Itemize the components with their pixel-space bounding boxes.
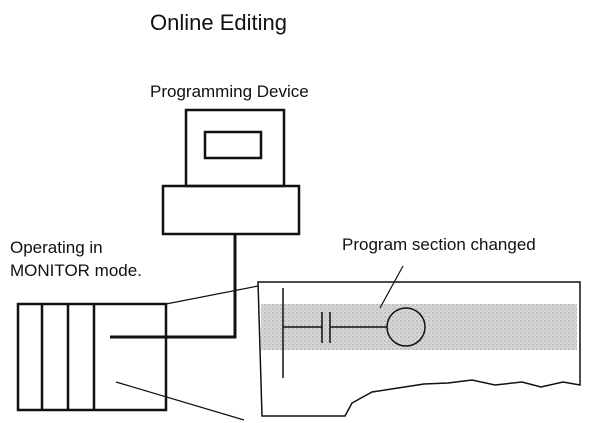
program-section-changed-label: Program section changed <box>342 235 536 254</box>
zoom-lines <box>115 285 259 421</box>
changed-leader-line <box>379 265 404 309</box>
device-monitor <box>184 108 286 188</box>
programming-device-label: Programming Device <box>150 82 309 101</box>
diagram-title: Online Editing <box>150 10 287 35</box>
plc-body <box>16 302 168 412</box>
device-base <box>161 184 301 236</box>
operating-mode-label-line2: MONITOR mode. <box>10 261 142 280</box>
operating-mode-label-line1: Operating in <box>10 238 103 257</box>
connection-cable <box>110 234 237 339</box>
output-coil <box>386 307 426 347</box>
plc-icon <box>16 302 168 412</box>
ladder-diagram <box>282 288 426 378</box>
device-screen <box>203 130 263 160</box>
programming-device-icon <box>161 108 301 236</box>
